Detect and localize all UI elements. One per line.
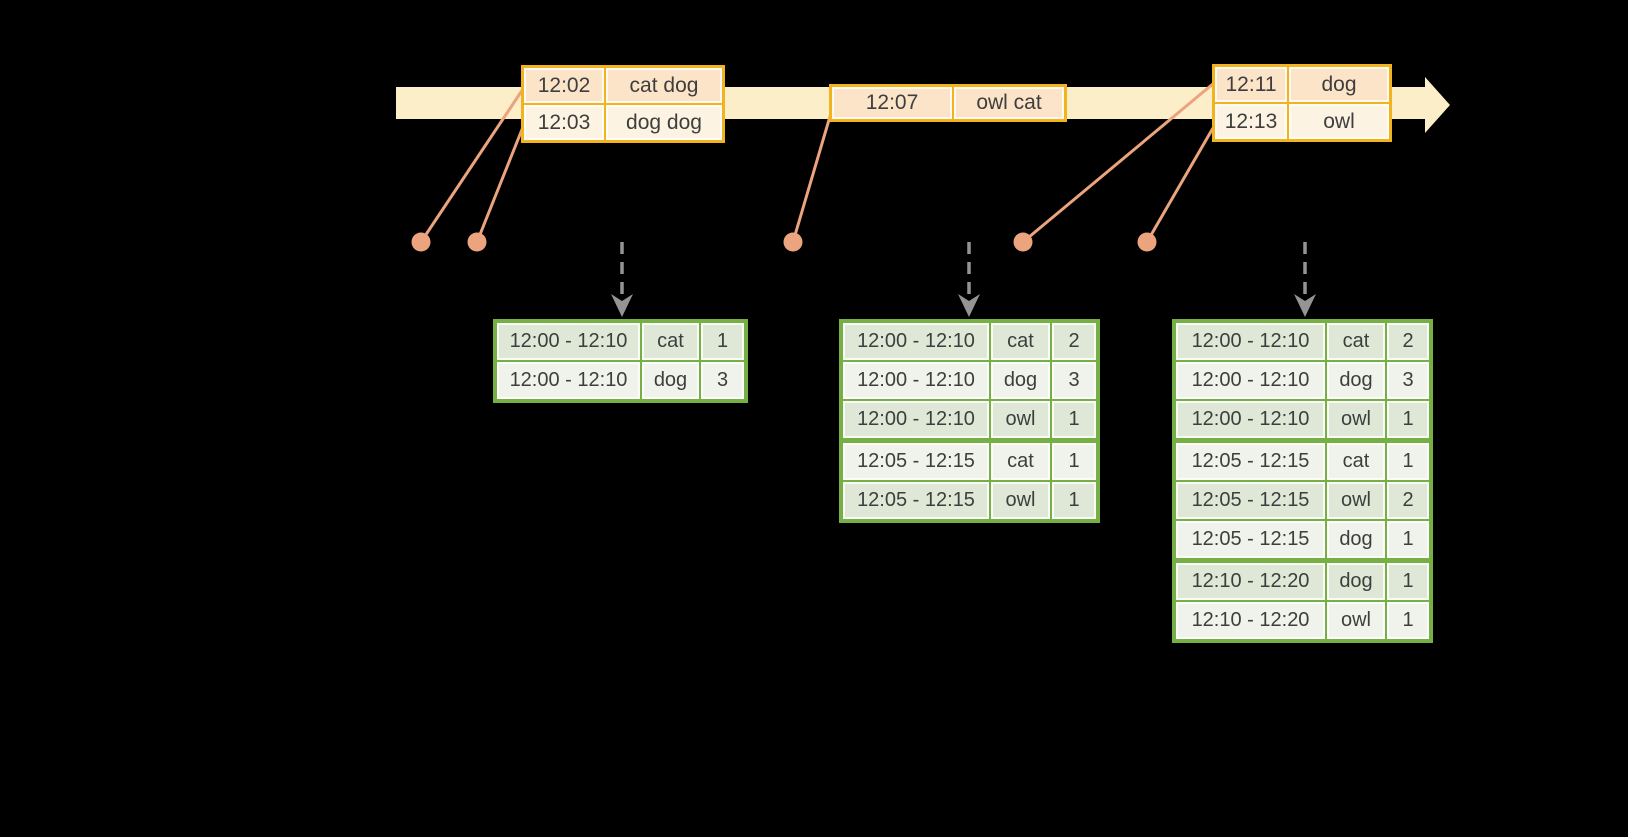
- window-cell: 12:10 - 12:20: [1176, 602, 1325, 639]
- event-dot: [783, 232, 803, 252]
- result-row: 12:00 - 12:10 dog 3: [1176, 362, 1429, 399]
- window-cell: 12:05 - 12:15: [843, 482, 989, 519]
- event-dot: [467, 232, 487, 252]
- event-words-cell: owl: [1289, 104, 1389, 139]
- window-cell: 12:10 - 12:20: [1176, 563, 1325, 600]
- result-row: 12:00 - 12:10 owl 1: [1176, 401, 1429, 438]
- word-cell: owl: [1327, 482, 1385, 519]
- word-cell: cat: [1327, 443, 1385, 480]
- trigger-arrowhead-icon: [958, 294, 980, 317]
- result-row: 12:00 - 12:10 dog 3: [843, 362, 1096, 399]
- connector-line: [1145, 127, 1215, 243]
- event-time-cell: 12:11: [1215, 67, 1287, 102]
- event-time-cell: 12:02: [524, 68, 604, 103]
- result-row: 12:00 - 12:10 cat 2: [1176, 323, 1429, 360]
- result-row: 12:05 - 12:15 owl 2: [1176, 482, 1429, 519]
- word-cell: cat: [1327, 323, 1385, 360]
- event-dot: [1013, 232, 1033, 252]
- result-row: 12:00 - 12:10 cat 2: [843, 323, 1096, 360]
- count-cell: 1: [1052, 443, 1096, 480]
- connector-line: [791, 112, 833, 243]
- word-cell: dog: [1327, 362, 1385, 399]
- result-row: 12:05 - 12:15 cat 1: [1176, 443, 1429, 480]
- event-table: 12:02 cat dog 12:03 dog dog: [521, 65, 725, 143]
- count-cell: 1: [1052, 482, 1096, 519]
- event-words-cell: cat dog: [606, 68, 722, 103]
- count-cell: 1: [1387, 401, 1429, 438]
- event-dot: [411, 232, 431, 252]
- window-cell: 12:00 - 12:10: [1176, 401, 1325, 438]
- event-dot: [1137, 232, 1157, 252]
- result-row: 12:00 - 12:10 cat 1: [497, 323, 744, 360]
- window-cell: 12:00 - 12:10: [497, 323, 640, 360]
- count-cell: 1: [1387, 563, 1429, 600]
- window-cell: 12:00 - 12:10: [497, 362, 640, 399]
- window-cell: 12:00 - 12:10: [843, 323, 989, 360]
- word-cell: owl: [991, 401, 1050, 438]
- count-cell: 3: [1387, 362, 1429, 399]
- result-row: 12:00 - 12:10 dog 3: [497, 362, 744, 399]
- count-cell: 1: [1387, 602, 1429, 639]
- word-cell: cat: [991, 323, 1050, 360]
- connector-line: [419, 88, 525, 243]
- connector-line: [475, 126, 525, 243]
- result-row: 12:05 - 12:15 dog 1: [1176, 521, 1429, 558]
- count-cell: 2: [1387, 323, 1429, 360]
- count-cell: 3: [1052, 362, 1096, 399]
- result-row: 12:10 - 12:20 dog 1: [1176, 563, 1429, 600]
- event-row: 12:13 owl: [1215, 104, 1389, 139]
- window-cell: 12:05 - 12:15: [1176, 482, 1325, 519]
- result-table: 12:00 - 12:10 cat 2 12:00 - 12:10 dog 3 …: [1172, 319, 1433, 643]
- word-cell: owl: [991, 482, 1050, 519]
- result-table: 12:00 - 12:10 cat 2 12:00 - 12:10 dog 3 …: [839, 319, 1100, 523]
- event-row: 12:02 cat dog: [524, 68, 722, 103]
- window-cell: 12:05 - 12:15: [843, 443, 989, 480]
- word-cell: dog: [1327, 563, 1385, 600]
- count-cell: 2: [1387, 482, 1429, 519]
- count-cell: 1: [1387, 521, 1429, 558]
- count-cell: 2: [1052, 323, 1096, 360]
- window-cell: 12:05 - 12:15: [1176, 443, 1325, 480]
- word-cell: dog: [642, 362, 699, 399]
- event-words-cell: dog dog: [606, 105, 722, 140]
- word-cell: owl: [1327, 602, 1385, 639]
- event-words-cell: dog: [1289, 67, 1389, 102]
- result-table: 12:00 - 12:10 cat 1 12:00 - 12:10 dog 3: [493, 319, 748, 403]
- count-cell: 1: [701, 323, 744, 360]
- count-cell: 1: [1387, 443, 1429, 480]
- event-table: 12:11 dog 12:13 owl: [1212, 64, 1392, 142]
- window-cell: 12:00 - 12:10: [1176, 362, 1325, 399]
- count-cell: 1: [1052, 401, 1096, 438]
- trigger-arrowhead-icon: [611, 294, 633, 317]
- event-table: 12:07 owl cat: [829, 84, 1067, 122]
- word-cell: owl: [1327, 401, 1385, 438]
- word-cell: cat: [642, 323, 699, 360]
- word-cell: dog: [1327, 521, 1385, 558]
- event-words-cell: owl cat: [954, 87, 1064, 119]
- window-cell: 12:00 - 12:10: [1176, 323, 1325, 360]
- window-cell: 12:05 - 12:15: [1176, 521, 1325, 558]
- event-time-cell: 12:07: [832, 87, 952, 119]
- word-cell: dog: [991, 362, 1050, 399]
- result-row: 12:05 - 12:15 cat 1: [843, 443, 1096, 480]
- word-cell: cat: [991, 443, 1050, 480]
- timeline-arrowhead-icon: [1425, 77, 1450, 133]
- window-cell: 12:00 - 12:10: [843, 362, 989, 399]
- event-row: 12:07 owl cat: [832, 87, 1064, 119]
- count-cell: 3: [701, 362, 744, 399]
- result-row: 12:10 - 12:20 owl 1: [1176, 602, 1429, 639]
- trigger-arrowhead-icon: [1294, 294, 1316, 317]
- event-time-cell: 12:13: [1215, 104, 1287, 139]
- event-row: 12:03 dog dog: [524, 105, 722, 140]
- connector-line: [1022, 81, 1215, 244]
- window-cell: 12:00 - 12:10: [843, 401, 989, 438]
- result-row: 12:00 - 12:10 owl 1: [843, 401, 1096, 438]
- result-row: 12:05 - 12:15 owl 1: [843, 482, 1096, 519]
- event-row: 12:11 dog: [1215, 67, 1389, 102]
- event-time-cell: 12:03: [524, 105, 604, 140]
